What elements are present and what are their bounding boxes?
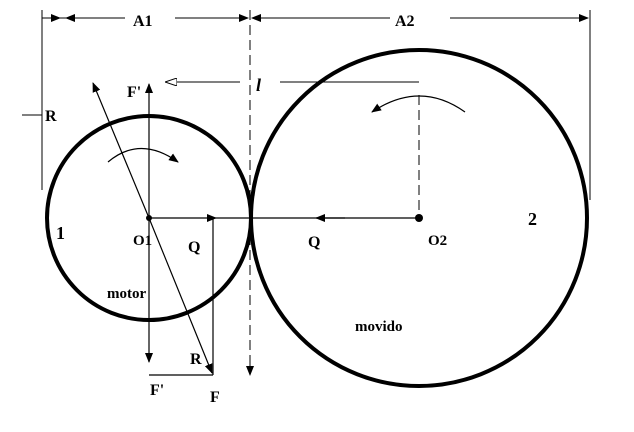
label-r-top: R	[45, 108, 57, 125]
label-a1: A1	[133, 13, 153, 30]
label-movido: movido	[355, 319, 403, 335]
dimension-lines	[22, 10, 590, 375]
label-a2: A2	[395, 13, 415, 30]
label-gear-2: 2	[528, 209, 537, 229]
label-o1: O1	[133, 233, 152, 249]
center-o1	[146, 215, 152, 221]
label-o2: O2	[428, 233, 447, 249]
label-q-right: Q	[308, 234, 320, 251]
label-f: F	[210, 389, 220, 406]
label-r-bottom: R	[190, 351, 202, 368]
label-q-left: Q	[188, 239, 200, 256]
label-gear-1: 1	[56, 223, 65, 243]
center-o2	[415, 214, 423, 222]
label-f-prime-top: F'	[127, 84, 141, 101]
label-motor: motor	[107, 286, 146, 302]
label-l: l	[256, 75, 261, 95]
label-f-prime-bottom: F'	[150, 382, 164, 399]
